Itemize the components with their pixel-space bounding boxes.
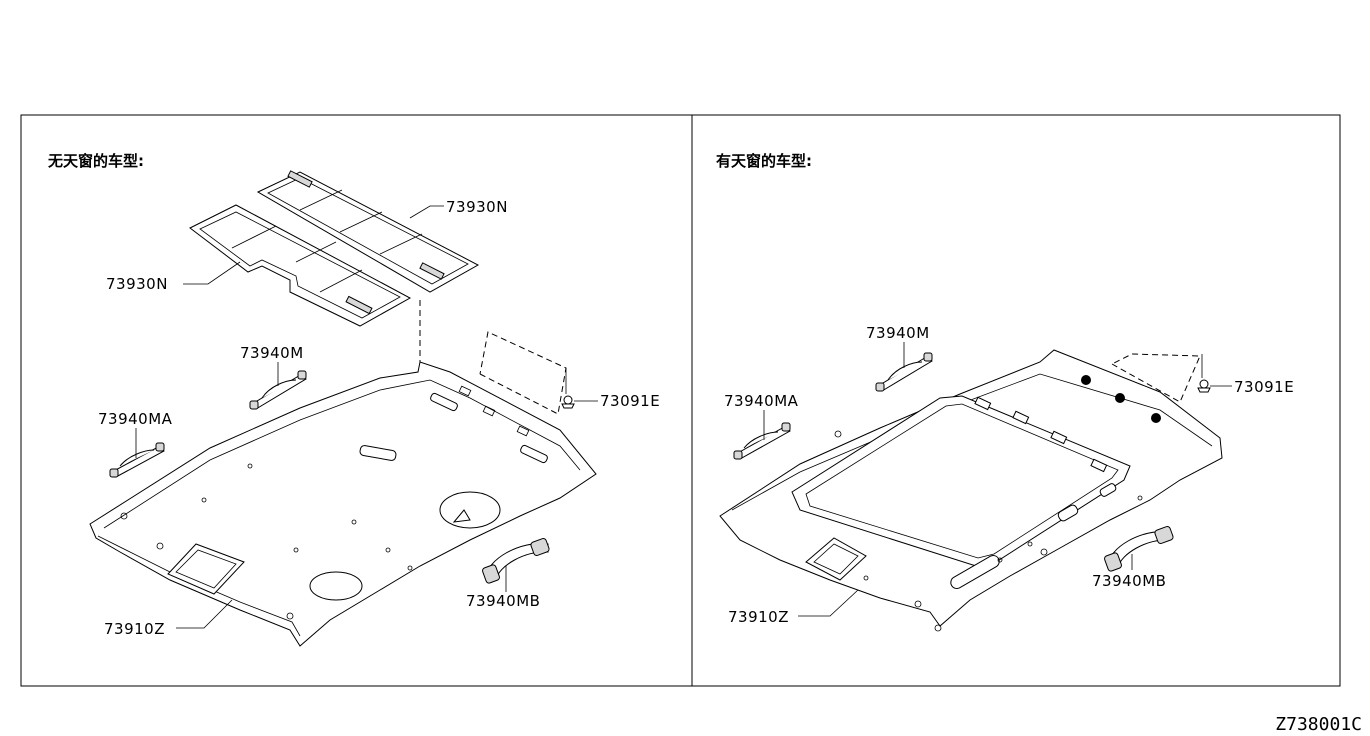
label-clip: 73091E	[600, 392, 660, 410]
assist-grip-ma	[109, 442, 165, 478]
label-pad-lower: 73930N	[106, 275, 168, 293]
leader-headlining	[798, 589, 859, 617]
assist-grip-mb	[482, 538, 550, 584]
leader-headlining	[176, 599, 233, 629]
label-headlining: 73910Z	[104, 620, 165, 638]
label-grip-m: 73940M	[866, 324, 930, 342]
assist-grip-mb	[1104, 526, 1174, 572]
label-grip-mb: 73940MB	[1092, 572, 1166, 590]
assist-grip-m	[249, 370, 307, 410]
panel-with-sunroof: 有天窗的车型: 73940M 73940MA 73091E	[716, 152, 1294, 632]
clip-73091e	[1197, 354, 1211, 393]
roof-pad-lower	[189, 204, 412, 327]
label-grip-m: 73940M	[240, 344, 304, 362]
headlining-no-sunroof	[89, 361, 597, 647]
label-grip-ma: 73940MA	[98, 410, 173, 428]
assist-grip-m	[875, 352, 933, 392]
assist-grip-ma	[733, 422, 791, 460]
diagram-code: Z738001C	[1275, 714, 1362, 735]
clip-dash-group	[479, 331, 567, 415]
label-pad-upper: 73930N	[446, 198, 508, 216]
leader-pad-lower	[183, 261, 241, 285]
label-clip: 73091E	[1234, 378, 1294, 396]
panel-title-with-sunroof: 有天窗的车型:	[716, 152, 812, 170]
label-grip-mb: 73940MB	[466, 592, 540, 610]
clip-dash-group	[1111, 353, 1201, 403]
panel-no-sunroof: 无天窗的车型: 73930N 73930N	[47, 152, 660, 647]
roof-pad-upper	[256, 170, 480, 293]
diagram-frame	[20, 114, 1341, 687]
label-headlining: 73910Z	[728, 608, 789, 626]
clip-73091e	[561, 368, 575, 409]
leader-pad-upper	[409, 205, 444, 219]
panel-title-no-sunroof: 无天窗的车型:	[47, 152, 144, 170]
label-grip-ma: 73940MA	[724, 392, 799, 410]
headlining-with-sunroof	[719, 349, 1223, 632]
